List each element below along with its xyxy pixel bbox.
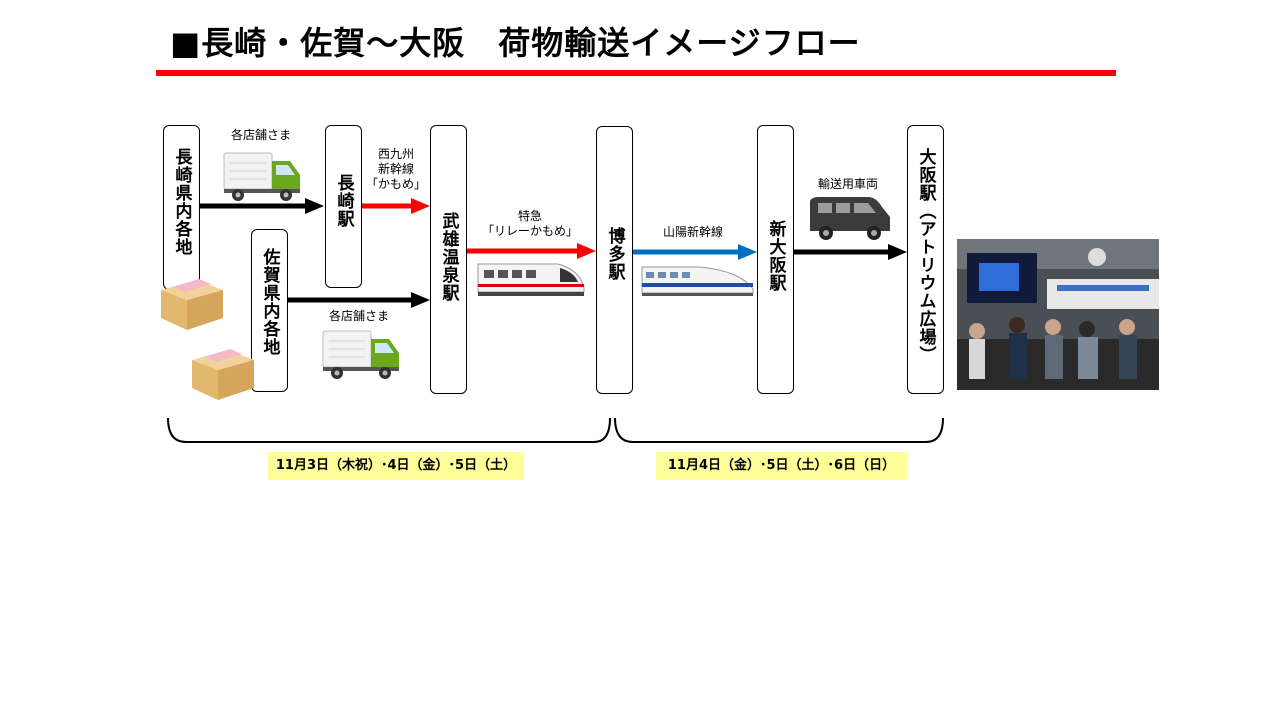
brace-left	[168, 418, 610, 442]
label-stores-bottom: 各店舗さま	[320, 309, 398, 324]
truck-icon	[222, 149, 304, 203]
label-stores-top: 各店舗さま	[222, 128, 300, 143]
brace-right	[615, 418, 943, 442]
event-photo	[957, 239, 1159, 390]
date-left: 11月3日（木祝）･4日（金）･5日（土）	[268, 452, 524, 480]
node-hakata-station: 博多駅	[596, 126, 633, 394]
arrow-relay-kamome	[466, 243, 596, 259]
cardboard-box-icon	[157, 272, 227, 332]
arrow-kamome	[361, 198, 430, 214]
arrow-saga-pref-to-takeo-sta	[287, 292, 430, 308]
node-nagasaki-prefecture: 長崎県内各地	[163, 125, 200, 290]
date-right: 11月4日（金）･5日（土）･6日（日）	[656, 452, 907, 480]
label-sanyo-shinkansen: 山陽新幹線	[648, 225, 738, 240]
train-icon	[476, 258, 586, 298]
label-transport-vehicle: 輸送用車両	[805, 177, 891, 192]
shinkansen-icon	[640, 263, 755, 297]
cardboard-box-icon	[188, 342, 258, 402]
node-shinosaka-station: 新大阪駅	[757, 125, 794, 394]
label-relay-kamome: 特急 「リレーかもめ」	[470, 209, 590, 239]
van-icon	[806, 193, 894, 241]
label-kamome: 西九州 新幹線 「かもめ」	[356, 147, 436, 192]
arrow-sanyo-shinkansen	[632, 244, 757, 260]
node-osaka-station: 大阪駅（アトリウム広場）	[907, 125, 944, 394]
arrow-shinosaka-to-osaka	[794, 244, 907, 260]
truck-icon	[321, 327, 403, 381]
